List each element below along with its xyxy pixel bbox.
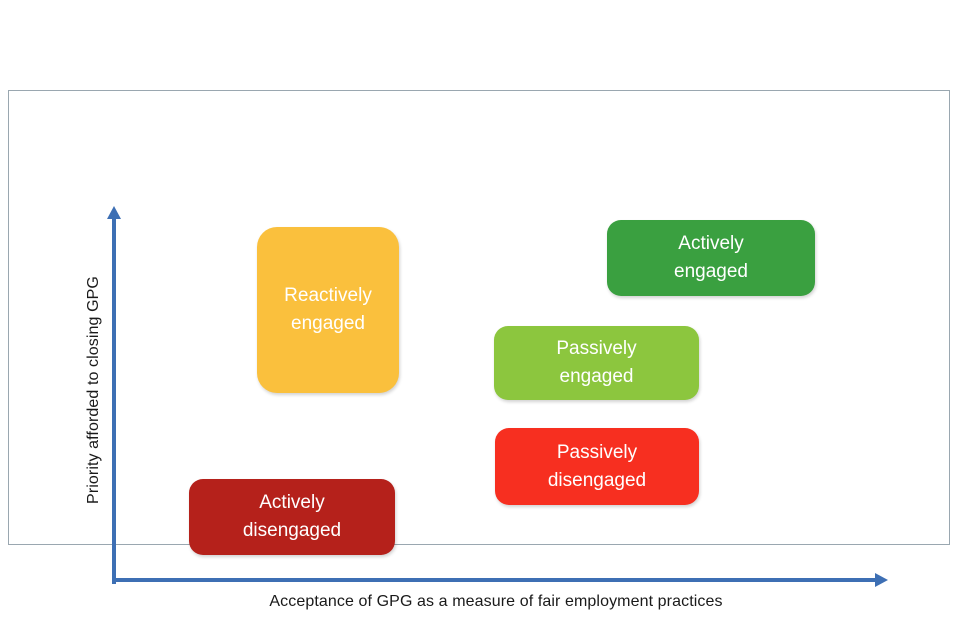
box-passively-engaged[interactable]: Passively engaged bbox=[494, 326, 699, 400]
x-axis-line bbox=[112, 578, 878, 582]
box-label-line2: engaged bbox=[674, 261, 748, 282]
box-label: Passively disengaged bbox=[548, 439, 646, 494]
box-label-line1: Actively bbox=[678, 233, 744, 255]
slide-frame: Priority afforded to closing GPG Accepta… bbox=[8, 90, 950, 610]
box-label-line1: Reactively bbox=[284, 285, 372, 307]
box-actively-disengaged[interactable]: Actively disengaged bbox=[189, 479, 395, 555]
y-axis-line bbox=[112, 217, 116, 584]
y-axis-label: Priority afforded to closing GPG bbox=[85, 276, 102, 504]
box-actively-engaged[interactable]: Actively engaged bbox=[607, 220, 815, 296]
box-label-line2: engaged bbox=[291, 313, 365, 334]
box-passively-disengaged[interactable]: Passively disengaged bbox=[495, 428, 699, 505]
box-label-line1: Actively bbox=[259, 492, 325, 514]
box-label-line1: Passively bbox=[556, 441, 638, 463]
x-axis-arrow-icon bbox=[875, 573, 888, 587]
box-label: Actively engaged bbox=[674, 230, 748, 285]
box-label: Passively engaged bbox=[556, 335, 636, 390]
box-label-line2: disengaged bbox=[242, 520, 342, 541]
box-label-line2: engaged bbox=[559, 366, 634, 387]
box-label: Actively disengaged bbox=[243, 489, 341, 544]
box-label-line2: disengaged bbox=[547, 469, 647, 491]
box-label: Reactively engaged bbox=[284, 282, 372, 337]
box-label-line1: Passively bbox=[556, 338, 637, 360]
y-axis-arrow-icon bbox=[107, 206, 121, 219]
box-reactively-engaged[interactable]: Reactively engaged bbox=[257, 227, 399, 393]
x-axis-label: Acceptance of GPG as a measure of fair e… bbox=[269, 593, 723, 610]
